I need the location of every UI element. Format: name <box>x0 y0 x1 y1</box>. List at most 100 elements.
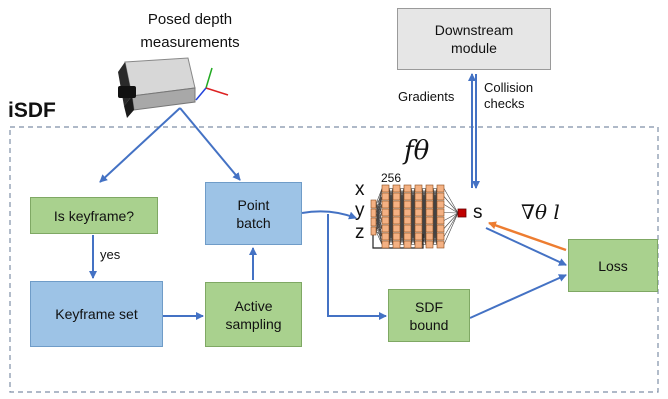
input-label-line1: Posed depth <box>147 11 233 28</box>
hidden-neuron <box>392 208 401 217</box>
isdf-boundary <box>9 126 659 393</box>
hidden-neuron <box>425 216 434 225</box>
network-connection <box>443 212 459 229</box>
arrow-batch-to-network <box>301 210 357 220</box>
network-connection <box>443 188 459 214</box>
active-sampling-box: Active sampling <box>205 282 302 347</box>
hidden-neuron <box>403 192 412 201</box>
network-connection <box>399 220 405 245</box>
hidden-neuron <box>414 192 423 201</box>
network-connection <box>432 188 438 197</box>
hidden-neuron <box>436 208 445 217</box>
input-label-line2: measurements <box>140 34 240 51</box>
hidden-neuron <box>414 232 423 241</box>
hidden-neuron <box>425 184 434 193</box>
hidden-neuron <box>392 216 401 225</box>
network-connection <box>388 228 394 245</box>
network-connection <box>432 236 438 245</box>
hidden-neuron <box>414 216 423 225</box>
input-neuron <box>370 199 377 209</box>
hidden-neuron <box>436 240 445 249</box>
gradient-label: ∇θ l <box>521 200 560 224</box>
hidden-neuron <box>414 208 423 217</box>
keyframe-set-box: Keyframe set <box>30 281 163 347</box>
network-connection <box>399 236 405 245</box>
depth-camera-icon <box>118 57 229 118</box>
input-x-label: x <box>355 179 365 200</box>
network-connection <box>410 220 416 245</box>
arrow-batch-to-sdfbound <box>327 214 387 320</box>
hidden-neuron <box>414 224 423 233</box>
hidden-neuron <box>392 240 401 249</box>
sdf-bound-label: SDF bound <box>409 298 449 333</box>
collision-checks-text: Collision checks <box>484 80 534 111</box>
isdf-title: iSDF <box>8 99 56 122</box>
hidden-neuron <box>381 192 390 201</box>
hidden-neuron <box>381 240 390 249</box>
hidden-neuron <box>436 184 445 193</box>
loss-box: Loss <box>568 239 658 292</box>
is-keyframe-label: Is keyframe? <box>53 207 135 224</box>
network-connection <box>432 220 438 245</box>
network-connection <box>399 228 405 245</box>
hidden-neuron <box>414 184 423 193</box>
hidden-neuron <box>425 224 434 233</box>
hidden-neuron <box>414 240 423 249</box>
hidden-neuron <box>425 232 434 241</box>
hidden-neuron <box>425 192 434 201</box>
layer-width-label: 256 <box>381 171 402 185</box>
hidden-neuron <box>381 216 390 225</box>
hidden-neuron <box>381 232 390 241</box>
arrow-output-to-loss <box>485 227 567 266</box>
arrow-loss-gradient <box>488 221 567 252</box>
arrow-sdfbound-to-loss <box>469 274 567 319</box>
hidden-neuron <box>436 216 445 225</box>
keyframe-set-label: Keyframe set <box>55 306 138 322</box>
arrow-sensor-to-keyframe <box>99 107 181 183</box>
hidden-neuron <box>436 232 445 241</box>
network-connection <box>388 236 394 245</box>
downstream-module-label: Downstream module <box>434 22 514 56</box>
input-neuron <box>370 208 377 218</box>
network-connection <box>410 228 416 245</box>
hidden-neuron <box>436 200 445 209</box>
connectors <box>89 73 567 320</box>
hidden-neuron <box>403 216 412 225</box>
hidden-neuron <box>403 240 412 249</box>
collision-checks-label: Collision checks <box>484 80 564 112</box>
network-connection <box>443 212 459 214</box>
hidden-neuron <box>392 224 401 233</box>
function-label: fθ <box>404 136 430 166</box>
network-connection <box>443 212 459 245</box>
network-connection <box>399 188 405 197</box>
sdf-bound-box: SDF bound <box>388 289 470 342</box>
hidden-neuron <box>392 232 401 241</box>
hidden-neuron <box>381 224 390 233</box>
hidden-neuron <box>403 232 412 241</box>
active-sampling-label: Active sampling <box>225 297 282 332</box>
network-connection <box>375 212 383 232</box>
network-connection <box>375 188 383 205</box>
hidden-neuron <box>403 224 412 233</box>
point-batch-box: Point batch <box>205 182 302 245</box>
hidden-neuron <box>403 208 412 217</box>
network-connection <box>443 212 459 237</box>
hidden-neuron <box>381 208 390 217</box>
network-connection <box>410 188 416 197</box>
hidden-neuron <box>392 200 401 209</box>
point-batch-label: Point batch <box>236 196 271 231</box>
input-label: Posed depth measurements <box>120 10 260 52</box>
hidden-neuron <box>392 192 401 201</box>
network-connection <box>443 196 459 214</box>
gradients-label: Gradients <box>398 89 455 104</box>
network-connection <box>443 212 459 221</box>
network-connection <box>375 230 383 245</box>
network-connection <box>421 188 427 197</box>
network-connection <box>443 204 459 214</box>
network-connection <box>375 228 383 232</box>
network-connection <box>375 230 383 237</box>
network-connection <box>388 188 394 197</box>
hidden-neuron <box>436 192 445 201</box>
hidden-neuron <box>425 240 434 249</box>
